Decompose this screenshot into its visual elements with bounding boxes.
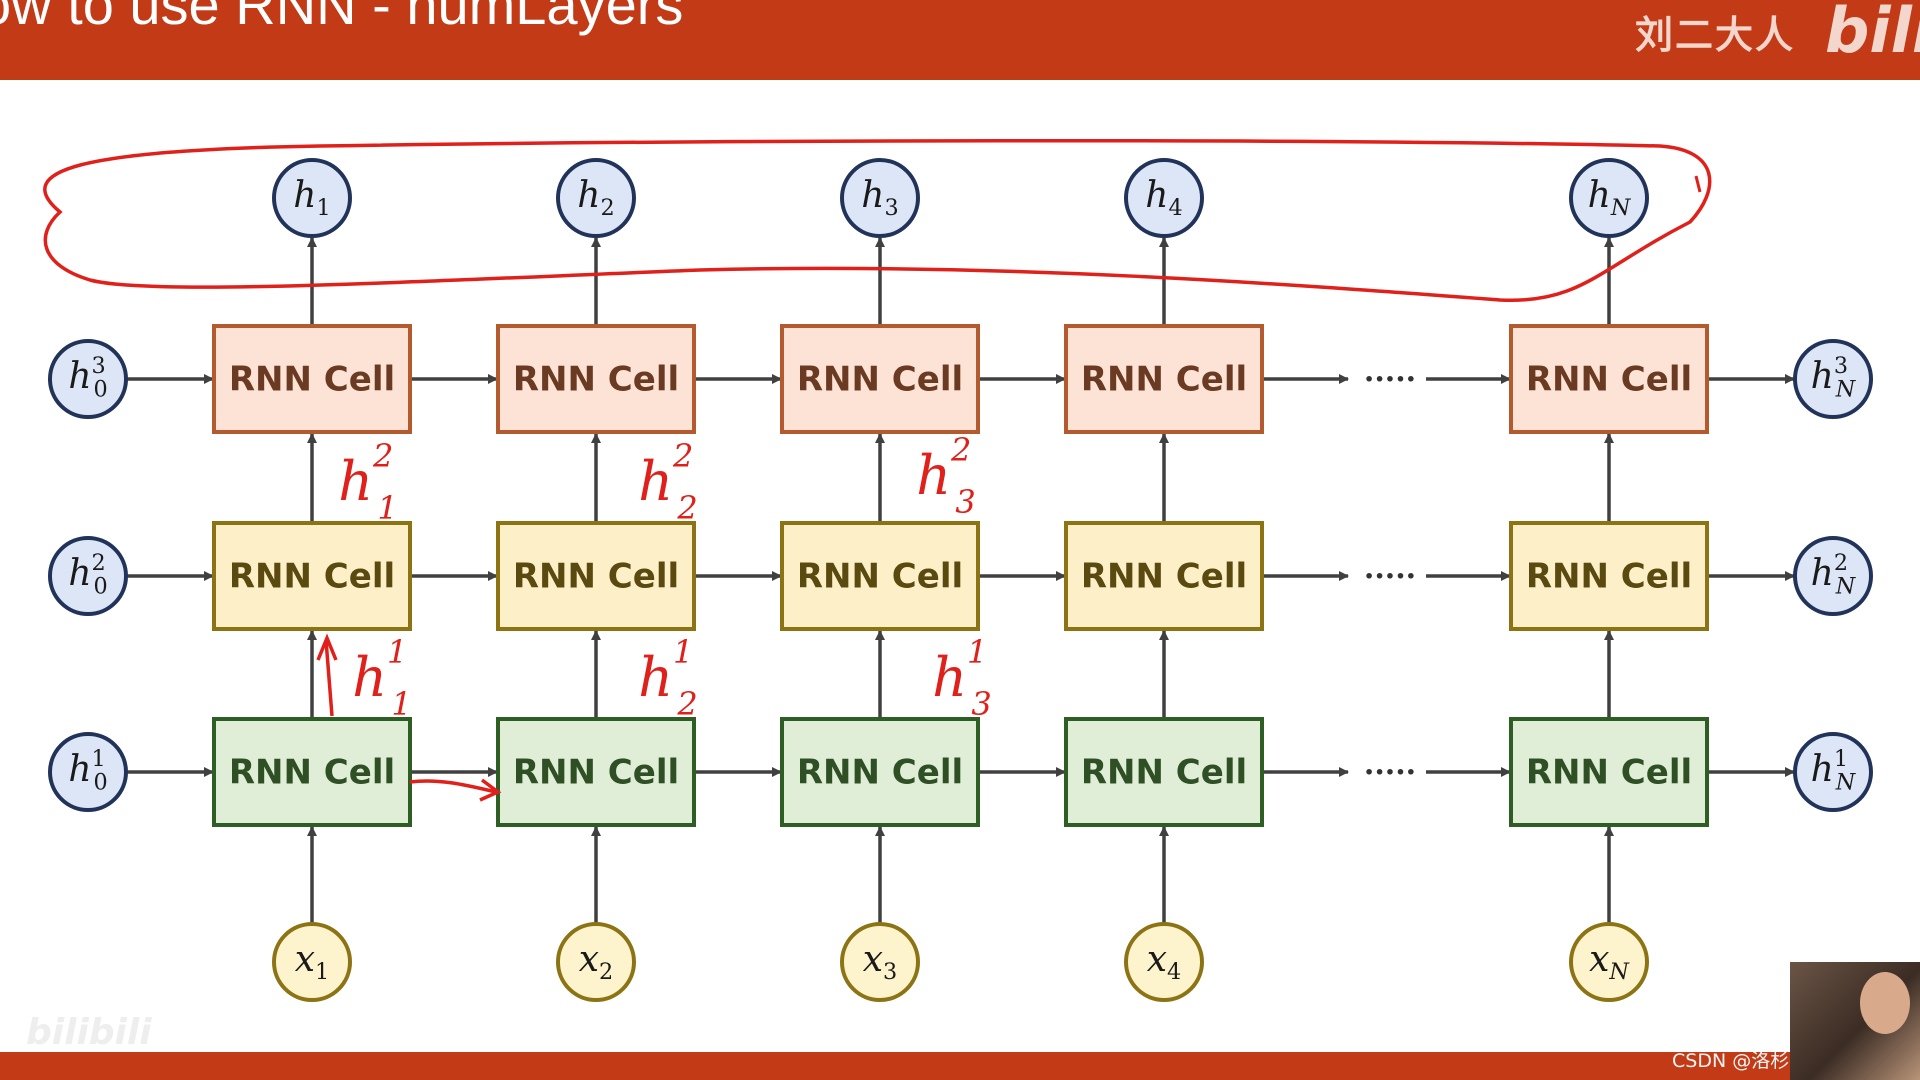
output-h1-circle <box>272 158 352 238</box>
rnn-cell-l3-c2 <box>496 324 696 434</box>
input-x5-circle <box>1569 922 1649 1002</box>
presenter-face <box>1860 972 1910 1034</box>
rnn-cell-l3-c3 <box>780 324 980 434</box>
ellipsis-layer3: ····· <box>1364 362 1416 397</box>
ellipsis-layer2: ····· <box>1364 559 1416 594</box>
rnn-cell-l1-c2 <box>496 717 696 827</box>
input-x3-circle <box>840 922 920 1002</box>
rnn-cell-label: RNN Cell <box>229 557 395 597</box>
rnn-cell-l3-c1 <box>212 324 412 434</box>
input-x1-circle <box>272 922 352 1002</box>
rnn-cell-l2-c2 <box>496 521 696 631</box>
rnn-cell-l2-c4 <box>1064 521 1264 631</box>
rnn-cell-label: RNN Cell <box>229 753 395 793</box>
hN-layer1-circle <box>1793 732 1873 812</box>
rnn-cell-label: RNN Cell <box>1526 753 1692 793</box>
input-x2-circle <box>556 922 636 1002</box>
input-x4-circle <box>1124 922 1204 1002</box>
rnn-cell-label: RNN Cell <box>1081 360 1247 400</box>
input-x1-label: x1 <box>295 939 330 985</box>
rnn-cell-l1-c3 <box>780 717 980 827</box>
slide-title: ow to use RNN - numLayers <box>0 0 684 36</box>
rnn-cell-l3-c5 <box>1509 324 1709 434</box>
output-h4-label: h4 <box>1145 175 1182 221</box>
rnn-cell-l1-c1 <box>212 717 412 827</box>
rnn-cell-l3-c4 <box>1064 324 1264 434</box>
ink-loop-tick <box>1694 175 1702 193</box>
bottom-bar <box>0 1052 1920 1080</box>
h0-layer3-circle <box>48 339 128 419</box>
output-h5-circle <box>1569 158 1649 238</box>
output-h3-circle <box>840 158 920 238</box>
rnn-cell-l1-c4 <box>1064 717 1264 827</box>
rnn-cell-l2-c3 <box>780 521 980 631</box>
rnn-cell-label: RNN Cell <box>797 753 963 793</box>
h0-layer2-circle <box>48 536 128 616</box>
output-h2-circle <box>556 158 636 238</box>
rnn-cell-l1-c5 <box>1509 717 1709 827</box>
ellipsis-layer1: ····· <box>1364 755 1416 790</box>
h0-layer1-circle <box>48 732 128 812</box>
input-x3-label: x3 <box>863 939 898 985</box>
output-h5-label: hN <box>1588 175 1632 221</box>
rnn-cell-label: RNN Cell <box>1526 557 1692 597</box>
rnn-cell-label: RNN Cell <box>797 360 963 400</box>
ink-output-loop <box>43 138 1712 303</box>
input-x2-label: x2 <box>579 939 614 985</box>
rnn-cell-label: RNN Cell <box>797 557 963 597</box>
rnn-cell-label: RNN Cell <box>513 557 679 597</box>
output-h2-label: h2 <box>577 175 614 221</box>
rnn-cell-l2-c1 <box>212 521 412 631</box>
output-h3-label: h3 <box>861 175 898 221</box>
title-bar: ow to use RNN - numLayers 刘二大人 bili <box>0 0 1920 80</box>
rnn-cell-label: RNN Cell <box>1526 360 1692 400</box>
hN-layer3-circle <box>1793 339 1873 419</box>
bilibili-watermark: bilibili <box>26 1012 152 1053</box>
rnn-cell-label: RNN Cell <box>1081 753 1247 793</box>
input-x5-label: xN <box>1589 939 1630 985</box>
output-h1-label: h1 <box>293 175 330 221</box>
ink-hidden-arrowhead <box>479 778 502 802</box>
bilibili-logo: bili <box>1825 0 1920 67</box>
presenter-webcam <box>1790 962 1920 1080</box>
output-h4-circle <box>1124 158 1204 238</box>
rnn-cell-label: RNN Cell <box>513 753 679 793</box>
rnn-cell-label: RNN Cell <box>513 360 679 400</box>
rnn-cell-label: RNN Cell <box>229 360 395 400</box>
author-name: 刘二大人 <box>1635 13 1796 57</box>
input-x4-label: x4 <box>1147 939 1182 985</box>
hN-layer2-circle <box>1793 536 1873 616</box>
rnn-cell-label: RNN Cell <box>1081 557 1247 597</box>
ink-up-arrow <box>316 633 338 717</box>
ink-hidden-arrow <box>409 779 497 794</box>
rnn-cell-l2-c5 <box>1509 521 1709 631</box>
